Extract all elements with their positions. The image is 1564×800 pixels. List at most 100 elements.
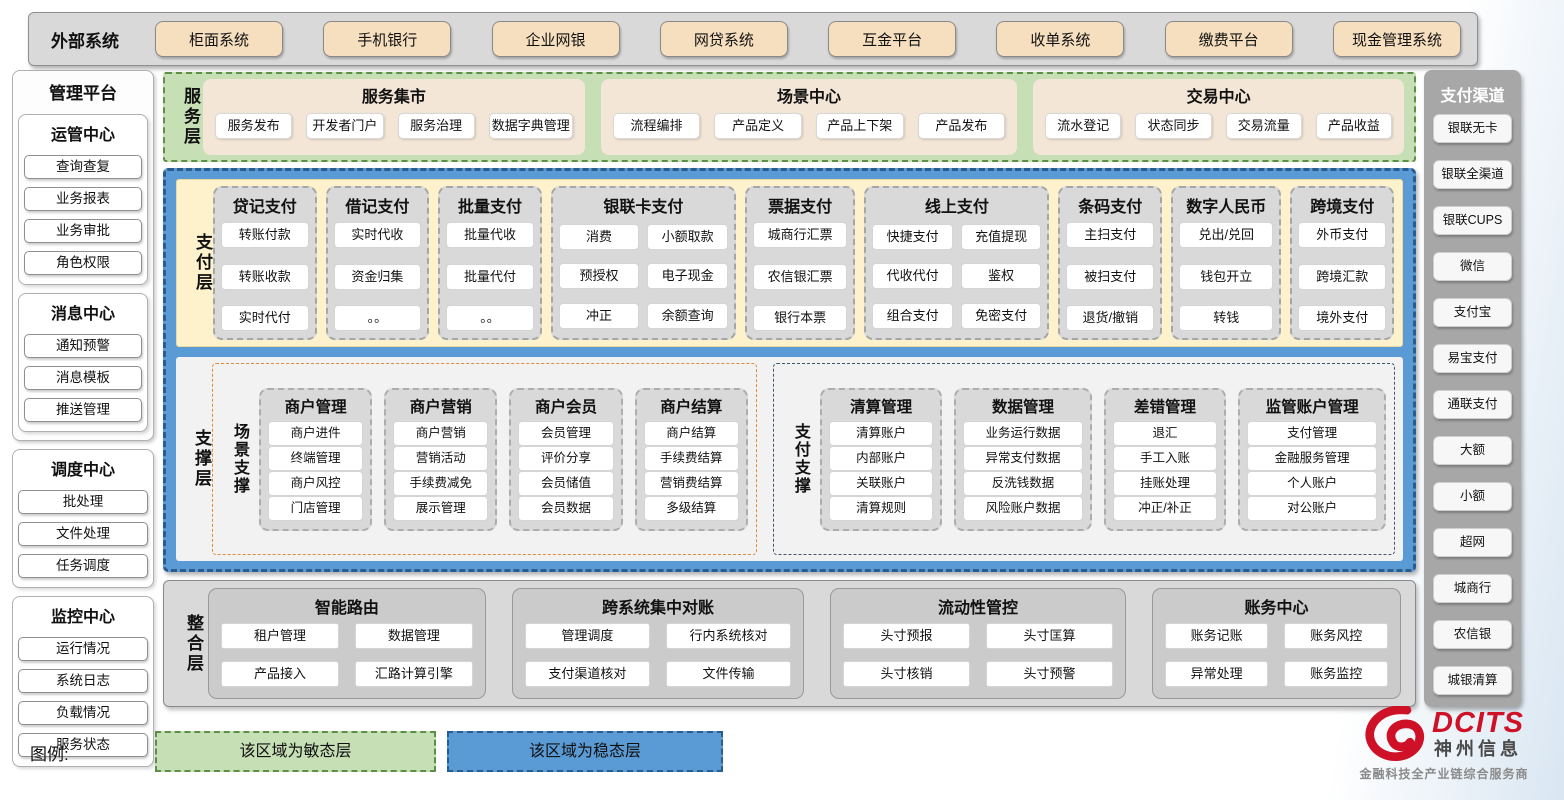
section-title: 服务集市 [361,89,426,106]
section-trade-center: 交易中心 流水登记 状态同步 交易流量 产品收益 [1033,79,1404,155]
integration-item: 文件传输 [665,661,792,687]
external-system-box: 手机银行 [323,21,452,57]
section-accounting-center: 账务中心 账务记账 账务风控 异常处理 账务监控 [1151,588,1401,699]
legend-agile-layer: 该区域为敏态层 [155,731,436,772]
dcits-logo-icon [1365,706,1425,762]
group-item: 推送管理 [24,398,142,422]
logo-name: DCITS [1432,707,1524,739]
support-item: 业务运行数据 [963,420,1083,446]
support-item: 会员管理 [518,420,614,446]
payment-item: 预授权 [558,263,640,290]
support-item: 门店管理 [268,495,364,521]
channel-item: 银联全渠道 [1433,160,1512,189]
logo-company: 神州信息 [1434,739,1522,759]
support-item: 多级结算 [643,495,739,521]
group-item: 文件处理 [18,522,148,546]
payment-item: 充值提现 [960,223,1042,250]
group-item: 服务状态 [18,733,148,757]
payment-item: 钱包开立 [1179,263,1274,290]
integration-item: 支付渠道核对 [524,661,650,687]
group-item: 角色权限 [24,251,142,275]
integration-item: 头寸匡算 [986,623,1113,649]
group-item: 运行情况 [18,637,148,661]
channel-item: 城银清算 [1433,666,1512,695]
support-item: 关联账户 [828,470,934,496]
payment-column-digital-rmb: 数字人民币 兑出/兑回 钱包开立 转钱 [1171,186,1282,340]
payment-item: 兑出/兑回 [1179,222,1274,248]
group-title: 运管中心 [50,127,115,144]
channel-item: 超网 [1433,528,1512,557]
support-column-data-mgmt: 数据管理 业务运行数据 异常支付数据 反洗钱数据 风险账户数据 [954,387,1092,531]
support-item: 商户营销 [393,420,489,446]
support-item: 金融服务管理 [1247,445,1377,471]
external-systems-list: 柜面系统 手机银行 企业网银 网贷系统 互金平台 收单系统 缴费平台 现金管理系… [155,21,1461,57]
integration-item: 管理调度 [524,623,650,649]
service-item: 流水登记 [1045,113,1122,139]
external-system-box: 缴费平台 [1164,21,1293,57]
integration-item: 头寸预报 [843,623,970,649]
payment-item: 快捷支付 [872,223,953,250]
support-item: 挂账处理 [1112,470,1218,496]
payment-item: 余额查询 [647,303,728,330]
payment-item: 批量代付 [446,263,534,290]
group-item: 消息模板 [24,366,142,390]
stable-layer-wrapper: 支付层 贷记支付 转账付款 转账收款 实时代付 借记支付 实时代收 资金归集 。… [163,168,1416,572]
payment-item: 转钱 [1179,305,1274,331]
support-item: 退汇 [1112,420,1218,446]
group-item: 业务审批 [24,219,142,243]
integration-item: 产品接入 [221,661,339,687]
section-smart-routing: 智能路由 租户管理 数据管理 产品接入 汇路计算引擎 [208,588,486,699]
channel-item: 农信银 [1433,620,1512,649]
payment-column-debit: 借记支付 实时代收 资金归集 。。 [325,186,430,340]
group-item: 负载情况 [18,701,148,725]
payment-item: 。。 [333,305,422,331]
group-scheduling-center: 调度中心 批处理 文件处理 任务调度 [12,449,154,588]
payment-item: 外币支付 [1298,222,1387,248]
payment-layer: 支付层 贷记支付 转账付款 转账收款 实时代付 借记支付 实时代收 资金归集 。… [176,179,1403,347]
payment-item: 资金归集 [333,263,422,290]
group-monitoring-center: 监控中心 运行情况 系统日志 负载情况 服务状态 [12,596,154,767]
group-title: 调度中心 [50,462,115,479]
external-systems-bar: 外部系统 柜面系统 手机银行 企业网银 网贷系统 互金平台 收单系统 缴费平台 … [28,12,1478,66]
external-system-box: 柜面系统 [155,21,283,57]
support-item: 手续费结算 [643,445,739,471]
section-service-market: 服务集市 服务发布 开发者门户 服务治理 数据字典管理 [203,79,585,155]
service-item: 流程编排 [612,113,701,139]
payment-item: 境外支付 [1298,305,1387,331]
dcits-logo: DCITS 神州信息 金融科技全产业链综合服务商 [1330,706,1558,782]
service-item: 交易流量 [1225,113,1302,139]
external-system-box: 网贷系统 [659,21,788,57]
support-item: 清算规则 [828,495,934,521]
channel-item: 城商行 [1433,574,1512,603]
support-item: 个人账户 [1247,470,1377,496]
service-item: 产品定义 [714,113,802,139]
support-item: 对公账户 [1247,495,1377,521]
scene-support-label: 场景支撑 [231,423,248,495]
group-operation-center: 运管中心 查询查复 业务报表 业务审批 角色权限 [18,114,148,285]
section-title: 交易中心 [1186,89,1251,106]
payment-item: 。。 [446,305,534,331]
group-item: 业务报表 [24,187,142,211]
group-item: 任务调度 [18,554,148,578]
integration-layer-label: 整合层 [184,613,203,674]
service-item: 产品发布 [917,113,1006,139]
service-item: 状态同步 [1135,113,1212,139]
integration-layer: 整合层 智能路由 租户管理 数据管理 产品接入 汇路计算引擎 跨系统集中对账 管… [163,580,1416,707]
payment-column-bill: 票据支付 城商行汇票 农信银汇票 银行本票 [744,186,856,340]
channel-item: 微信 [1433,252,1512,281]
support-item: 商户进件 [268,420,364,446]
integration-item: 租户管理 [221,623,339,649]
channel-item: 易宝支付 [1433,344,1512,373]
integration-item: 账务风控 [1284,623,1388,649]
integration-item: 头寸预警 [986,661,1113,687]
group-title: 消息中心 [50,306,115,323]
section-cross-system-reconciliation: 跨系统集中对账 管理调度 行内系统核对 支付渠道核对 文件传输 [511,588,805,699]
support-layer-label: 支撑层 [192,429,211,489]
section-title: 场景中心 [776,89,841,106]
group-item: 批处理 [18,490,148,514]
support-item: 冲正/补正 [1112,495,1218,521]
support-column-merchant-member: 商户会员 会员管理 评价分享 会员储值 会员数据 [509,387,623,531]
integration-item: 异常处理 [1164,661,1269,687]
support-item: 商户风控 [268,470,364,496]
payment-item: 实时代付 [221,305,309,331]
